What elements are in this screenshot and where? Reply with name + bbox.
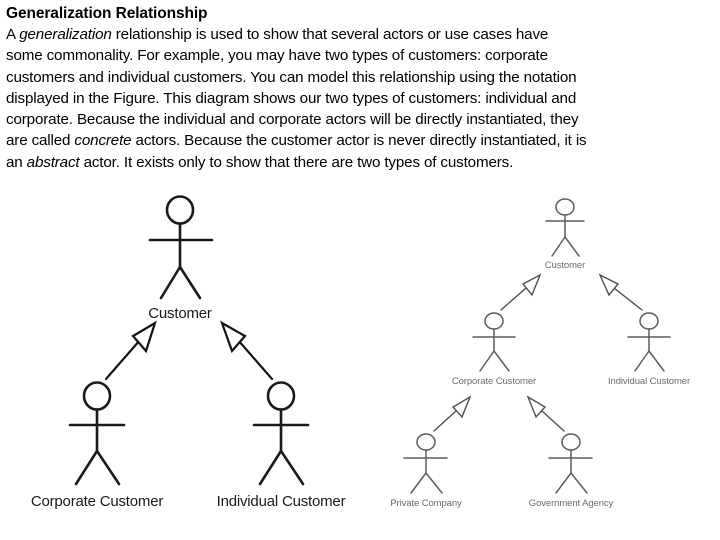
article-body-line: an abstract actor. It exists only to sho… bbox=[6, 152, 718, 173]
actor-right-leg-line bbox=[648, 350, 665, 372]
emphasized-term: abstract bbox=[26, 153, 80, 171]
generalization-line bbox=[236, 338, 274, 381]
generalization-corporate-to-customer bbox=[500, 273, 542, 311]
actor-individual-customer: Individual Customer bbox=[217, 381, 346, 510]
actor-right-leg-line bbox=[279, 449, 305, 486]
actor-head-icon bbox=[416, 433, 436, 451]
actor-corporate-customer: Corporate Customer bbox=[31, 381, 164, 510]
uml-generalization-diagram-left: Customer Corporate Customer Individual C… bbox=[0, 188, 372, 540]
actor-right-leg-line bbox=[493, 350, 510, 372]
article-body-line: displayed in the Figure. This diagram sh… bbox=[6, 88, 718, 109]
actor-customer: Customer bbox=[545, 198, 585, 271]
actor-head-icon bbox=[266, 381, 296, 411]
actor-label-corporate-customer: Corporate Customer bbox=[452, 376, 536, 387]
actor-label-government-agency: Government Agency bbox=[529, 498, 614, 509]
body-text-run: A bbox=[6, 26, 20, 43]
generalization-arrowhead-icon bbox=[219, 320, 247, 354]
emphasized-term: concrete bbox=[74, 132, 132, 150]
generalization-arrowhead-icon bbox=[451, 395, 472, 419]
uml-generalization-diagram-right: Customer Corporate Customer Individual C… bbox=[368, 190, 720, 540]
article-body: A generalization relationship is used to… bbox=[6, 24, 718, 173]
actor-left-leg-line bbox=[551, 236, 566, 257]
article-body-line: customers and individual customers. You … bbox=[6, 67, 718, 88]
generalization-individual-to-customer bbox=[598, 273, 643, 311]
actor-head-icon bbox=[82, 381, 112, 411]
actor-left-leg-line bbox=[410, 472, 427, 494]
generalization-arrowhead-icon bbox=[131, 320, 157, 354]
body-text-run: actors. Because the customer actor is ne… bbox=[131, 132, 587, 150]
body-text-run: actor. It exists only to show that there… bbox=[79, 153, 514, 171]
article-body-line: some commonality. For example, you may h… bbox=[6, 45, 718, 66]
article-body-line: are called concrete actors. Because the … bbox=[6, 130, 718, 151]
actor-government-agency: Government Agency bbox=[529, 433, 614, 509]
actor-left-leg-line bbox=[74, 449, 99, 486]
generalization-individual-to-customer bbox=[219, 320, 274, 381]
actor-individual-customer: Individual Customer bbox=[608, 312, 690, 387]
generalization-line bbox=[104, 338, 142, 381]
actor-left-leg-line bbox=[258, 449, 283, 486]
body-text-run: an bbox=[6, 153, 27, 171]
actor-right-leg-line bbox=[570, 472, 588, 494]
generalization-arrowhead-icon bbox=[521, 273, 542, 297]
generalization-arrowhead-icon bbox=[598, 273, 620, 297]
body-text-run: customers and individual customers. You … bbox=[6, 68, 577, 86]
body-text-run: relationship is used to show that severa… bbox=[111, 26, 549, 43]
body-text-run: corporate. Because the individual and co… bbox=[6, 111, 579, 129]
actor-left-leg-line bbox=[479, 350, 495, 372]
body-text-run: displayed in the Figure. This diagram sh… bbox=[6, 89, 577, 107]
generalization-arrowhead-icon bbox=[526, 395, 547, 419]
actor-label-individual-customer: Individual Customer bbox=[217, 493, 346, 510]
body-text-run: are called bbox=[6, 132, 75, 150]
actor-head-icon bbox=[484, 312, 504, 330]
actor-head-icon bbox=[561, 433, 581, 451]
actor-left-leg-line bbox=[159, 265, 182, 300]
article-body-line: A generalization relationship is used to… bbox=[6, 24, 718, 45]
body-text-run: some commonality. For example, you may h… bbox=[6, 47, 548, 65]
actor-private-company: Private Company bbox=[390, 433, 462, 509]
article-text: Generalization Relationship A generaliza… bbox=[6, 4, 718, 173]
diagram-left-canvas: Customer Corporate Customer Individual C… bbox=[31, 195, 346, 510]
article-body-line: corporate. Because the individual and co… bbox=[6, 109, 718, 130]
diagram-right-canvas: Customer Corporate Customer Individual C… bbox=[390, 198, 690, 509]
page-title: Generalization Relationship bbox=[6, 5, 208, 22]
actor-right-leg-line bbox=[95, 449, 121, 486]
actor-label-individual-customer: Individual Customer bbox=[608, 376, 690, 387]
actor-head-icon bbox=[639, 312, 659, 330]
actor-label-customer: Customer bbox=[148, 305, 212, 322]
generalization-line bbox=[613, 287, 643, 311]
actor-left-leg-line bbox=[634, 350, 650, 372]
actor-customer: Customer bbox=[148, 195, 214, 322]
actor-right-leg-line bbox=[425, 472, 443, 494]
generalization-line bbox=[433, 410, 457, 432]
actor-head-icon bbox=[555, 198, 575, 216]
actor-head-icon bbox=[165, 195, 195, 225]
actor-left-leg-line bbox=[555, 472, 572, 494]
generalization-line bbox=[541, 410, 565, 432]
emphasized-term: generalization bbox=[19, 26, 112, 43]
actor-label-private-company: Private Company bbox=[390, 498, 462, 509]
actor-label-corporate-customer: Corporate Customer bbox=[31, 493, 163, 510]
generalization-private-company-to-corporate bbox=[433, 395, 472, 432]
generalization-government-agency-to-corporate bbox=[526, 395, 565, 432]
actor-right-leg-line bbox=[178, 265, 202, 300]
generalization-line bbox=[500, 287, 527, 311]
actor-right-leg-line bbox=[564, 236, 580, 257]
generalization-corporate-to-customer bbox=[104, 320, 157, 381]
actor-corporate-customer: Corporate Customer bbox=[452, 312, 536, 387]
actor-label-customer: Customer bbox=[545, 260, 585, 271]
